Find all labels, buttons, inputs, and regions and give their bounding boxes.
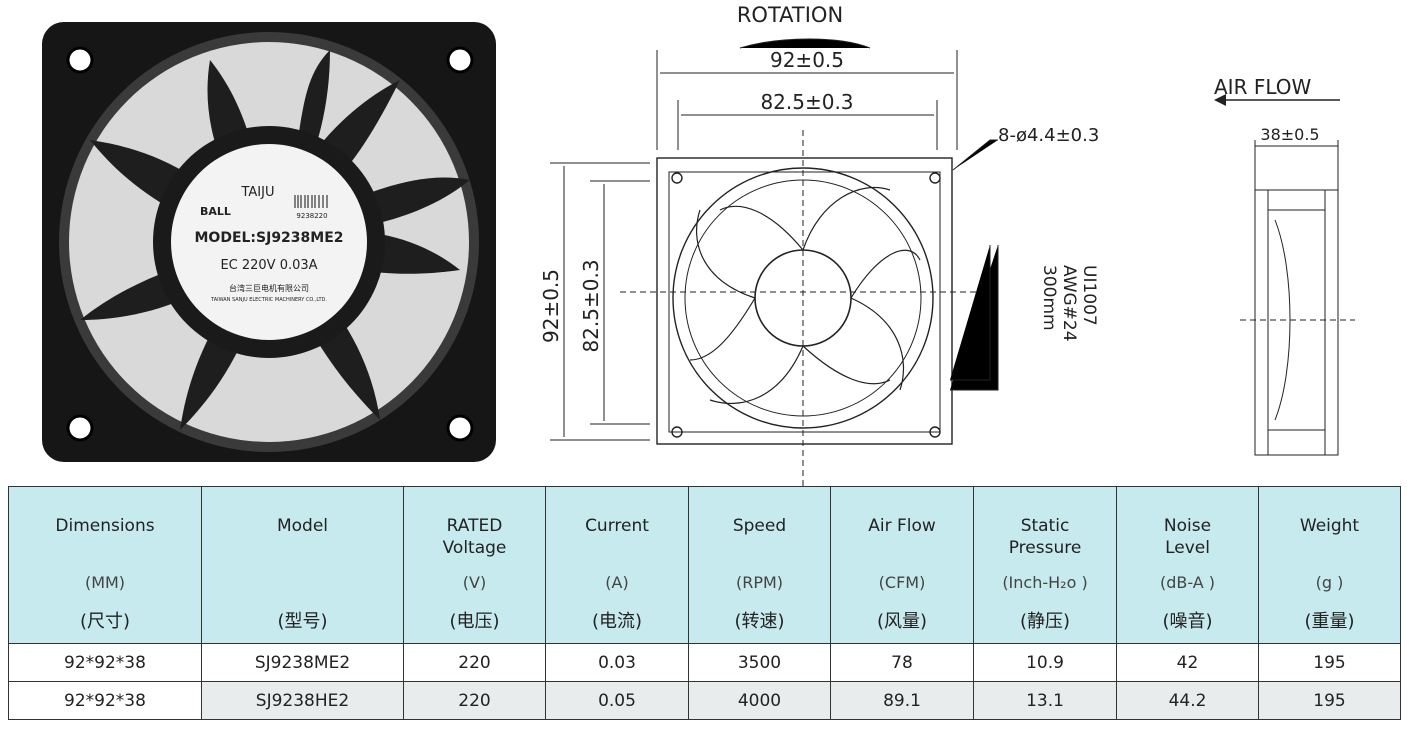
column-header-unit: (V) xyxy=(462,573,487,592)
table-cell: 4000 xyxy=(688,681,831,720)
column-header-unit: (CFM) xyxy=(878,573,926,592)
depth-dim: 38±0.5 xyxy=(1260,125,1319,144)
column-header-name: Speed xyxy=(732,516,787,536)
product-illustrations: TAIJU BALL 9238220 MODEL:SJ9238ME2 EC 22… xyxy=(42,3,1355,486)
fan-photo: TAIJU BALL 9238220 MODEL:SJ9238ME2 EC 22… xyxy=(42,22,496,462)
column-header: Current (A) (电流) xyxy=(545,486,689,644)
width-outer-dim: 92±0.5 xyxy=(770,48,844,72)
label-rating: EC 220V 0.03A xyxy=(220,258,317,273)
mount-hole xyxy=(446,414,474,442)
barcode xyxy=(294,195,328,208)
column-header: Weight (g ) (重量) xyxy=(1258,486,1401,644)
table-cell: SJ9238HE2 xyxy=(201,681,404,720)
column-header-name: Weight xyxy=(1299,516,1360,536)
table-cell: 13.1 xyxy=(973,681,1117,720)
column-header: Dimensions (MM) (尺寸) xyxy=(8,486,202,644)
column-header-name: Dimensions xyxy=(55,516,155,536)
table-cell: 195 xyxy=(1258,681,1401,720)
column-header-cn: (型号) xyxy=(277,611,328,632)
label-barcode-number: 9238220 xyxy=(296,212,327,220)
rotation-label: ROTATION xyxy=(737,3,843,27)
table-cell: 89.1 xyxy=(830,681,974,720)
label-brand: TAIJU xyxy=(240,185,274,200)
column-header: Air Flow (CFM) (风量) xyxy=(830,486,974,644)
column-header-cn: (静压) xyxy=(1019,611,1071,632)
column-header-unit: (MM) xyxy=(84,573,126,592)
column-header-unit: (dB-A ) xyxy=(1159,573,1216,592)
frame-outline xyxy=(656,157,953,445)
mount-hole xyxy=(446,46,474,74)
mount-hole xyxy=(66,46,94,74)
label-company-cn: 台湾三巨电机有限公司 xyxy=(229,283,309,293)
column-header-cn: (噪音) xyxy=(1162,611,1213,632)
column-header-name: Air Flow xyxy=(868,516,936,536)
table-cell: 42 xyxy=(1116,643,1259,682)
table-cell: 0.05 xyxy=(545,681,689,720)
airflow-label: AIR FLOW xyxy=(1214,75,1312,99)
table-cell: 92*92*38 xyxy=(8,681,202,720)
table-cell: 220 xyxy=(403,643,546,682)
table-cell: 3500 xyxy=(688,643,831,682)
column-header: Model (型号) xyxy=(201,486,404,644)
wire-spec-1: UI1007 xyxy=(1079,265,1099,326)
mount-hole xyxy=(66,414,94,442)
column-header-unit: (RPM) xyxy=(735,573,784,592)
column-header-unit: (A) xyxy=(605,573,629,592)
table-cell: 10.9 xyxy=(973,643,1117,682)
wire-spec-3: 300mm xyxy=(1039,265,1059,331)
table-cell: 92*92*38 xyxy=(8,643,202,682)
width-inner-dim: 82.5±0.3 xyxy=(760,90,853,114)
column-header-cn: (转速) xyxy=(734,611,785,632)
table-cell: SJ9238ME2 xyxy=(201,643,404,682)
side-drawing: AIR FLOW 38±0.5 xyxy=(1214,75,1355,456)
airflow-arrow-icon xyxy=(1214,94,1226,106)
column-header-cn: (电流) xyxy=(591,611,643,632)
column-header-cn: (电压) xyxy=(449,611,500,632)
column-header-unit: (Inch-H₂o ) xyxy=(1002,573,1088,592)
column-header-name: Model xyxy=(276,516,329,536)
column-header-name: Current xyxy=(585,516,649,536)
column-header-unit: (g ) xyxy=(1315,573,1344,592)
label-model: MODEL:SJ9238ME2 xyxy=(194,230,343,246)
table-cell: 44.2 xyxy=(1116,681,1259,720)
table-cell: 220 xyxy=(403,681,546,720)
front-drawing: ROTATION 92±0.5 82.5±0.3 8-ø4.4±0.3 92±0… xyxy=(539,3,1099,486)
column-header-cn: (尺寸) xyxy=(79,611,131,632)
height-outer-dim: 92±0.5 xyxy=(539,269,563,343)
column-header-cn: (风量) xyxy=(876,611,928,632)
hole-spec: 8-ø4.4±0.3 xyxy=(998,125,1099,146)
table-cell: 195 xyxy=(1258,643,1401,682)
wire-spec-2: AWG#24 xyxy=(1059,265,1079,342)
column-header: Speed (RPM) (转速) xyxy=(688,486,831,644)
table-cell: 78 xyxy=(830,643,974,682)
height-inner-dim: 82.5±0.3 xyxy=(579,259,603,352)
column-header-cn: (重量) xyxy=(1304,611,1355,632)
table-cell: 0.03 xyxy=(545,643,689,682)
label-bearing: BALL xyxy=(200,205,231,218)
label-company-en: TAIWAN SANJU ELECTRIC MACHINERY CO.,LTD. xyxy=(210,297,327,303)
fan-label xyxy=(171,144,367,340)
